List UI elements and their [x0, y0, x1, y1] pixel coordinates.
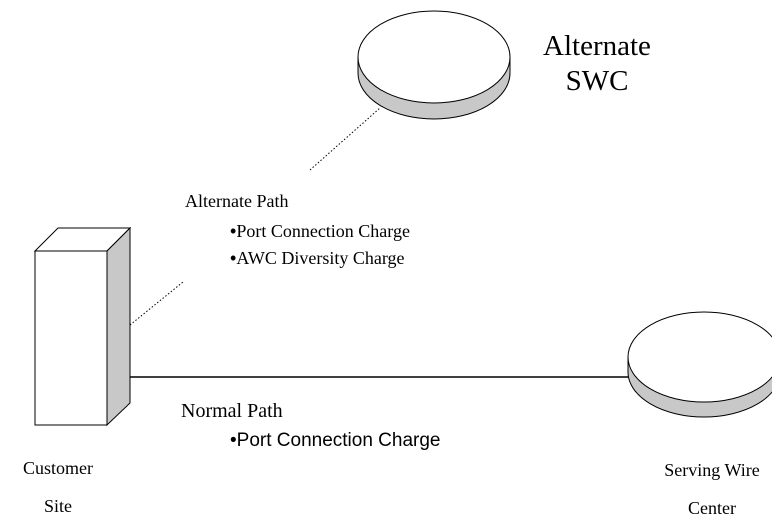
serving-wire-center-label-line2: Center	[688, 498, 736, 517]
alternate-swc-label-line1: Alternate	[543, 30, 651, 62]
alternate-path-title: Alternate Path	[185, 191, 288, 211]
alternate-path-line-upper	[309, 107, 381, 171]
normal-path-charge-1: •Port Connection Charge	[230, 430, 441, 451]
customer-site-label-line2: Site	[44, 496, 72, 516]
serving-wire-center-disk	[627, 311, 772, 418]
alternate-path-charge-1: •Port Connection Charge	[230, 221, 410, 241]
normal-path-title: Normal Path	[181, 400, 283, 422]
serving-wire-center-label-line1: Serving Wire	[664, 460, 759, 480]
customer-site-building	[33, 226, 132, 427]
customer-site-label-line1: Customer	[23, 458, 93, 478]
alternate-swc-label-line2: SWC	[566, 65, 629, 97]
alternate-swc-disk	[357, 10, 511, 120]
alternate-path-line-lower	[129, 281, 184, 326]
alternate-path-charge-2: •AWC Diversity Charge	[230, 248, 405, 268]
